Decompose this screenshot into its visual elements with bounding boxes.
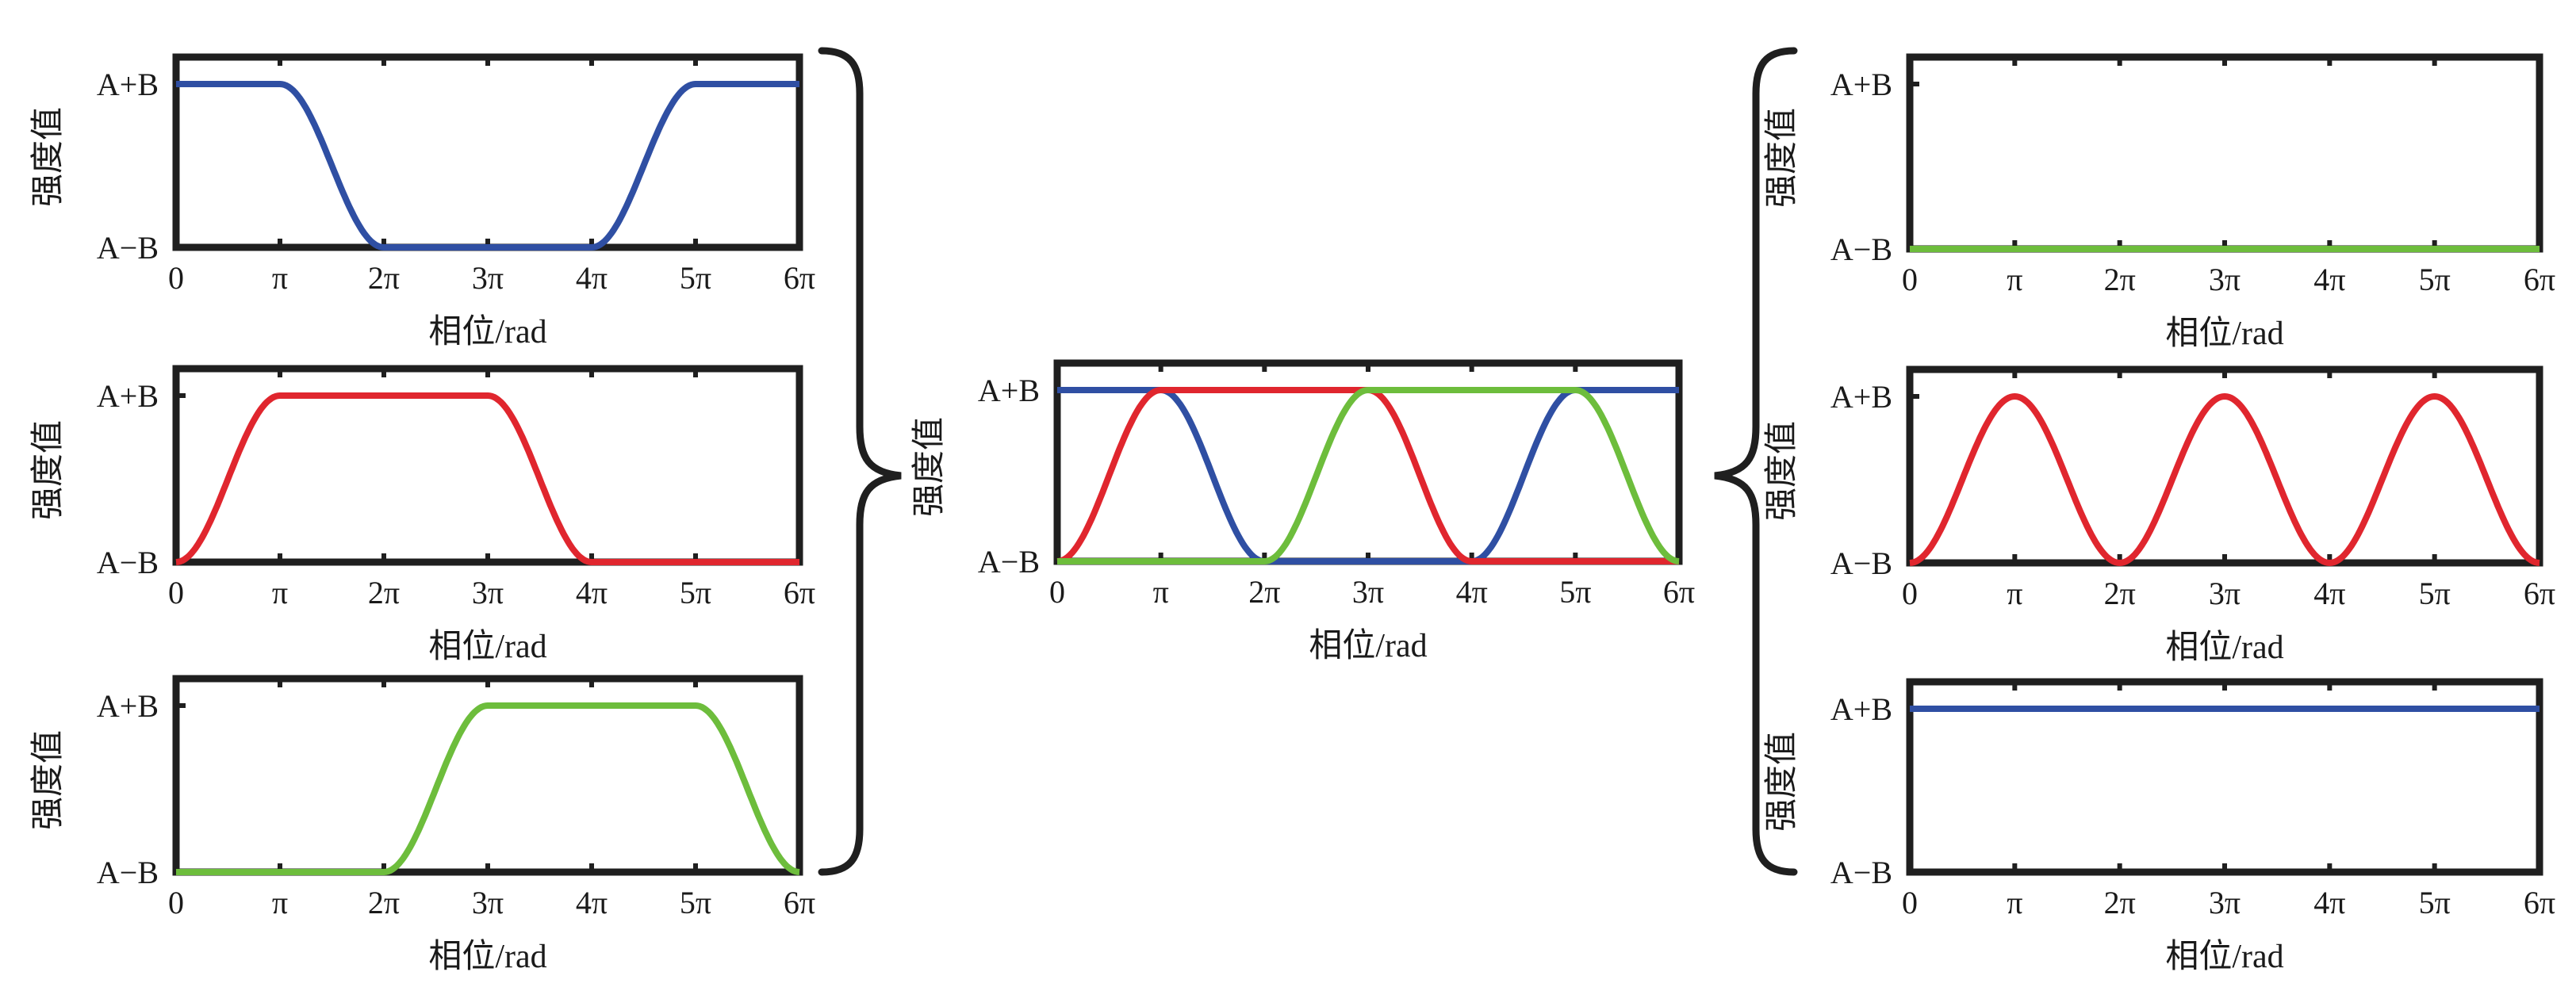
y-tick-label: A+B [97, 378, 159, 414]
red-series-line [1908, 393, 2541, 566]
x-tick-label: 0 [168, 885, 184, 920]
left-brace [818, 47, 902, 876]
x-tick-label: 4π [2313, 576, 2345, 611]
x-tick-label: π [272, 575, 288, 610]
x-tick-label: 4π [576, 885, 608, 920]
x-tick-label: 4π [2313, 262, 2345, 297]
y-tick-label: A−B [97, 230, 159, 266]
x-tick-label: 0 [1902, 885, 1918, 920]
x-tick-label: 6π [2524, 262, 2555, 297]
x-tick-label: 4π [1456, 574, 1488, 610]
x-tick-label: 6π [2524, 885, 2555, 920]
x-tick-label: 4π [576, 260, 608, 296]
x-tick-label: 5π [2419, 262, 2451, 297]
y-tick-label: A−B [97, 855, 159, 890]
green-series-line [1057, 387, 1681, 564]
y-axis-label: 强度值 [30, 420, 67, 520]
x-tick-label: 6π [1663, 574, 1695, 610]
x-tick-label: π [2007, 576, 2022, 611]
y-tick-label: A+B [978, 373, 1040, 408]
y-tick-label: A+B [1830, 67, 1892, 102]
y-tick-label: A−B [97, 545, 159, 580]
x-tick-label: 5π [680, 885, 711, 920]
x-axis-label: 相位/rad [2165, 938, 2283, 975]
x-tick-label: 3π [2209, 576, 2241, 611]
x-tick-label: 6π [784, 575, 815, 610]
y-tick-label: A−B [1830, 231, 1892, 267]
x-axis-label: 相位/rad [428, 628, 546, 665]
x-tick-label: 5π [1559, 574, 1591, 610]
y-tick-label: A−B [1830, 855, 1892, 890]
x-tick-label: 5π [680, 260, 711, 296]
chart-left-bottom: 0 π 2π 3π 4π 5π 6π A−B A+B 相位/rad 强度值 [30, 675, 815, 975]
x-tick-label: 6π [784, 260, 815, 296]
y-tick-label: A+B [1830, 379, 1892, 415]
green-series-line [176, 702, 801, 875]
x-tick-label: 5π [2419, 885, 2451, 920]
x-tick-label: π [272, 885, 288, 920]
x-tick-label: 2π [368, 260, 400, 296]
x-tick-label: 2π [2104, 885, 2136, 920]
x-axis-label: 相位/rad [428, 313, 546, 350]
x-tick-label: π [2007, 262, 2022, 297]
braces [818, 47, 1798, 876]
right-brace [1714, 47, 1798, 876]
x-tick-label: 0 [1902, 262, 1918, 297]
x-tick-label: 4π [576, 575, 608, 610]
y-axis-label: 强度值 [30, 107, 67, 207]
x-axis-label: 相位/rad [2165, 315, 2283, 352]
x-axis-label: 相位/rad [428, 938, 546, 975]
x-tick-label: 0 [1902, 576, 1918, 611]
red-series-line [174, 392, 799, 565]
x-tick-label: 3π [472, 575, 504, 610]
x-tick-label: 2π [2104, 262, 2136, 297]
chart-left-middle: 0 π 2π 3π 4π 5π 6π A−B A+B 相位/rad 强度值 [30, 365, 815, 665]
chart-right-top: 0 π 2π 3π 4π 5π 6π A−B A+B 相位/rad 强度值 [1764, 53, 2555, 352]
y-axis-label: 强度值 [1764, 732, 1800, 832]
x-tick-label: 0 [168, 260, 184, 296]
x-axis-label: 相位/rad [1309, 627, 1427, 664]
plot-frame [1906, 53, 2543, 253]
x-tick-label: 0 [1049, 574, 1065, 610]
chart-right-middle: 0 π 2π 3π 4π 5π 6π A−B A+B 相位/rad 强度值 [1764, 365, 2555, 666]
chart-center: 0 π 2π 3π 4π 5π 6π A−B A+B 相位/rad 强度值 [911, 359, 1695, 664]
x-tick-label: 3π [472, 260, 504, 296]
x-tick-label: 4π [2313, 885, 2345, 920]
x-tick-label: 2π [368, 575, 400, 610]
x-tick-label: 6π [784, 885, 815, 920]
y-tick-label: A+B [97, 67, 159, 102]
x-tick-label: 2π [2104, 576, 2136, 611]
red-series-line [1056, 387, 1679, 564]
y-tick-label: A−B [1830, 545, 1892, 581]
x-tick-label: 2π [368, 885, 400, 920]
x-tick-label: π [272, 260, 288, 296]
x-tick-label: 3π [2209, 885, 2241, 920]
x-tick-label: 2π [1248, 574, 1280, 610]
x-tick-label: π [1153, 574, 1169, 610]
x-tick-label: 5π [2419, 576, 2451, 611]
x-tick-label: 3π [472, 885, 504, 920]
chart-left-top: 0 π 2π 3π 4π 5π 6π A−B A+B 相位/rad 强度值 [30, 53, 815, 350]
x-axis-label: 相位/rad [2165, 629, 2283, 666]
chart-right-bottom: 0 π 2π 3π 4π 5π 6π A−B A+B 相位/rad 强度值 [1764, 678, 2555, 975]
y-tick-label: A−B [978, 544, 1040, 580]
blue-series-line [176, 81, 799, 251]
y-axis-label: 强度值 [1764, 108, 1800, 208]
x-tick-label: 5π [680, 575, 711, 610]
y-axis-label: 强度值 [911, 417, 948, 517]
x-tick-label: 3π [2209, 262, 2241, 297]
blue-series-line [1057, 387, 1679, 564]
x-tick-label: 3π [1352, 574, 1384, 610]
y-axis-label: 强度值 [1764, 421, 1800, 521]
x-tick-label: 6π [2524, 576, 2555, 611]
y-tick-label: A+B [97, 688, 159, 724]
y-axis-label: 强度值 [30, 730, 67, 830]
y-tick-label: A+B [1830, 691, 1892, 727]
x-tick-label: π [2007, 885, 2022, 920]
x-tick-label: 0 [168, 575, 184, 610]
